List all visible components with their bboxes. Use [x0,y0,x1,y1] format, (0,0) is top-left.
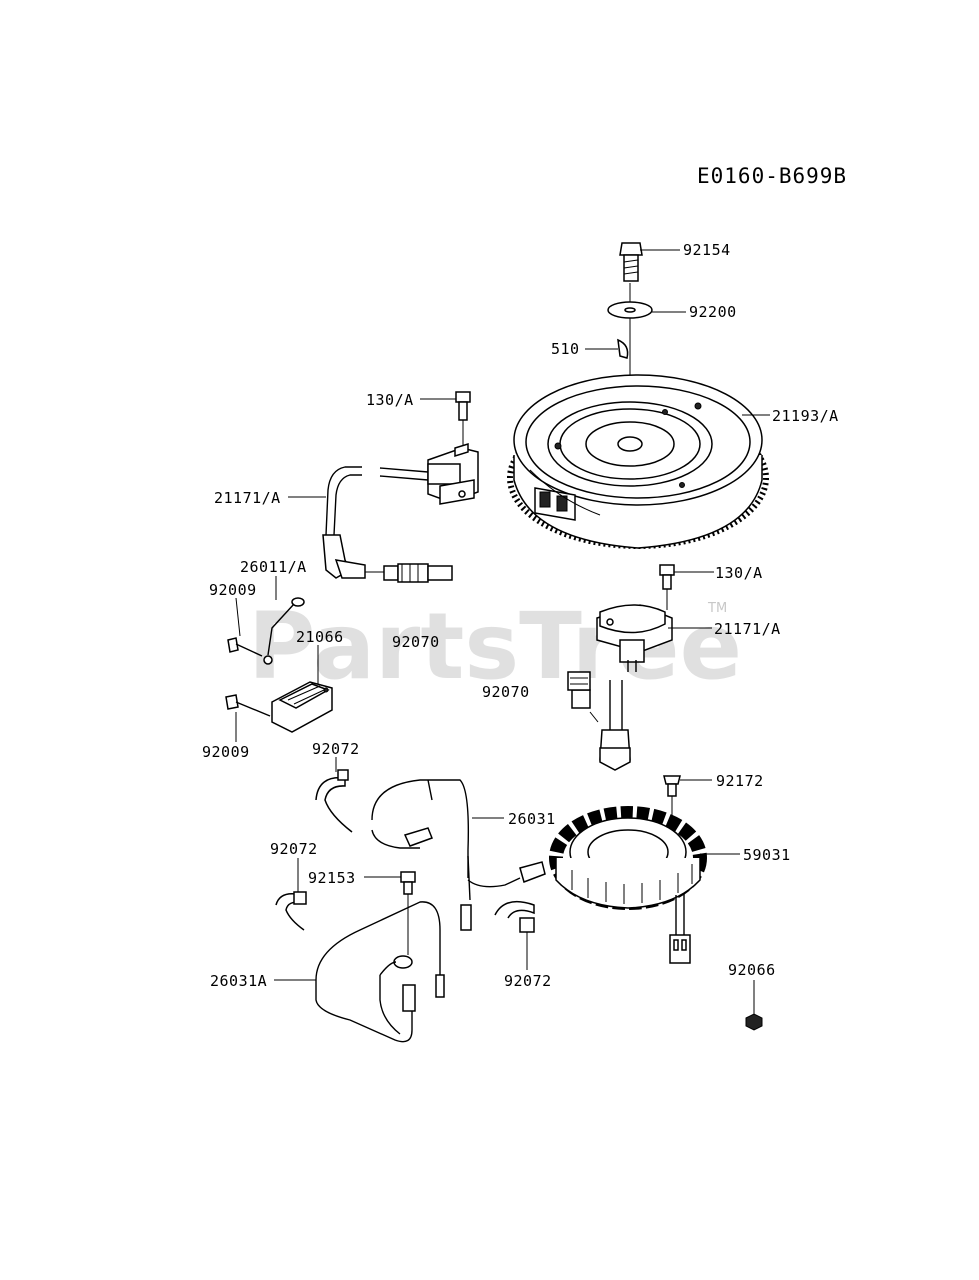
label-92072-bottom[interactable]: 92072 [504,972,552,990]
clamp-92072-left-icon[interactable] [275,891,307,931]
label-92070-left[interactable]: 92070 [392,633,440,651]
label-92172[interactable]: 92172 [716,772,764,790]
label-130A-top[interactable]: 130/A [366,391,414,409]
washer-92200-icon[interactable] [607,301,653,319]
label-92009-bottom[interactable]: 92009 [202,743,250,761]
label-92066[interactable]: 92066 [728,961,776,979]
ignition-coil-21171A-right-icon[interactable] [567,604,673,771]
label-59031[interactable]: 59031 [743,846,791,864]
diagram-code: E0160-B699B [697,164,847,188]
screw-92172-icon[interactable] [663,775,681,797]
wire-harness-26031-icon[interactable] [371,779,546,931]
label-92072-top[interactable]: 92072 [312,740,360,758]
screw-92009-top-icon[interactable] [227,637,263,657]
bolt-130A-right-icon[interactable] [659,564,675,590]
stator-59031-icon[interactable] [549,806,707,964]
bolt-92154-icon[interactable] [619,242,643,282]
label-26031[interactable]: 26031 [508,810,556,828]
label-92009-top[interactable]: 92009 [209,581,257,599]
key-510-icon[interactable] [617,338,629,359]
clamp-92072-bottom-icon[interactable] [494,900,535,933]
ignition-coil-21171A-left-icon[interactable] [322,442,479,583]
label-21171A-right[interactable]: 21171/A [714,620,781,638]
label-92070-right[interactable]: 92070 [482,683,530,701]
wire-harness-26031A-icon[interactable] [315,901,445,1043]
screw-92009-bottom-icon[interactable] [225,694,271,717]
bolt-130A-top-icon[interactable] [455,391,471,421]
clamp-92072-top-icon[interactable] [315,769,353,833]
label-130A-right[interactable]: 130/A [715,564,763,582]
label-92154[interactable]: 92154 [683,241,731,259]
label-510[interactable]: 510 [551,340,580,358]
label-26031A[interactable]: 26031A [210,972,267,990]
label-92072-left[interactable]: 92072 [270,840,318,858]
flywheel-21193A-icon[interactable] [507,374,769,549]
label-26011A[interactable]: 26011/A [240,558,307,576]
ignition-module-21066-icon[interactable] [271,681,333,733]
ground-wire-26011A-icon[interactable] [263,597,305,665]
nut-92066-icon[interactable] [745,1013,763,1031]
watermark-trademark: TM [707,601,727,616]
label-21171A-left[interactable]: 21171/A [214,489,281,507]
label-21066[interactable]: 21066 [296,628,344,646]
label-92153[interactable]: 92153 [308,869,356,887]
label-92200[interactable]: 92200 [689,303,737,321]
bolt-92153-icon[interactable] [400,871,416,895]
label-21193A[interactable]: 21193/A [772,407,839,425]
